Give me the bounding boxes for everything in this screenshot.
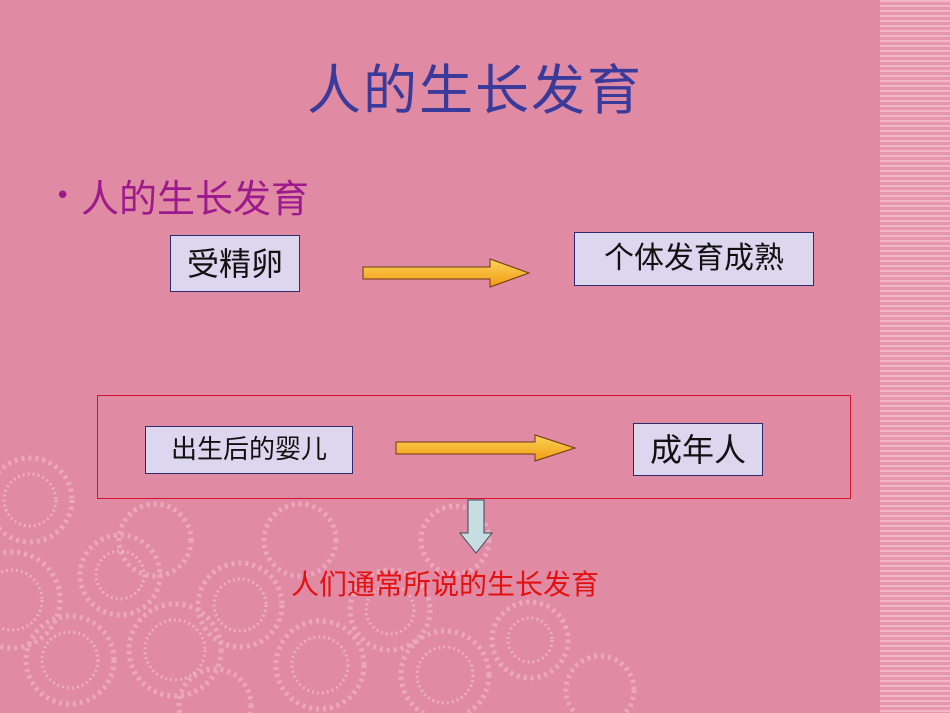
arrow-right-icon — [362, 258, 531, 288]
adult-box: 成年人 — [633, 423, 763, 476]
highlight-frame — [97, 395, 851, 499]
newborn-baby-box: 出生后的婴儿 — [145, 426, 353, 474]
bullet-text: 人的生长发育 — [81, 177, 310, 221]
bullet-dot-icon: • — [55, 181, 71, 211]
caption-text: 人们通常所说的生长发育 — [290, 568, 599, 601]
arrow-down-icon — [458, 499, 494, 554]
individual-mature-box: 个体发育成熟 — [574, 232, 814, 286]
bullet-item: • 人的生长发育 — [55, 172, 309, 223]
arrow-right-icon — [395, 434, 577, 462]
fertilized-egg-box: 受精卵 — [170, 235, 300, 292]
slide-title: 人的生长发育 — [307, 59, 643, 122]
decorative-stripe-band — [880, 0, 950, 713]
